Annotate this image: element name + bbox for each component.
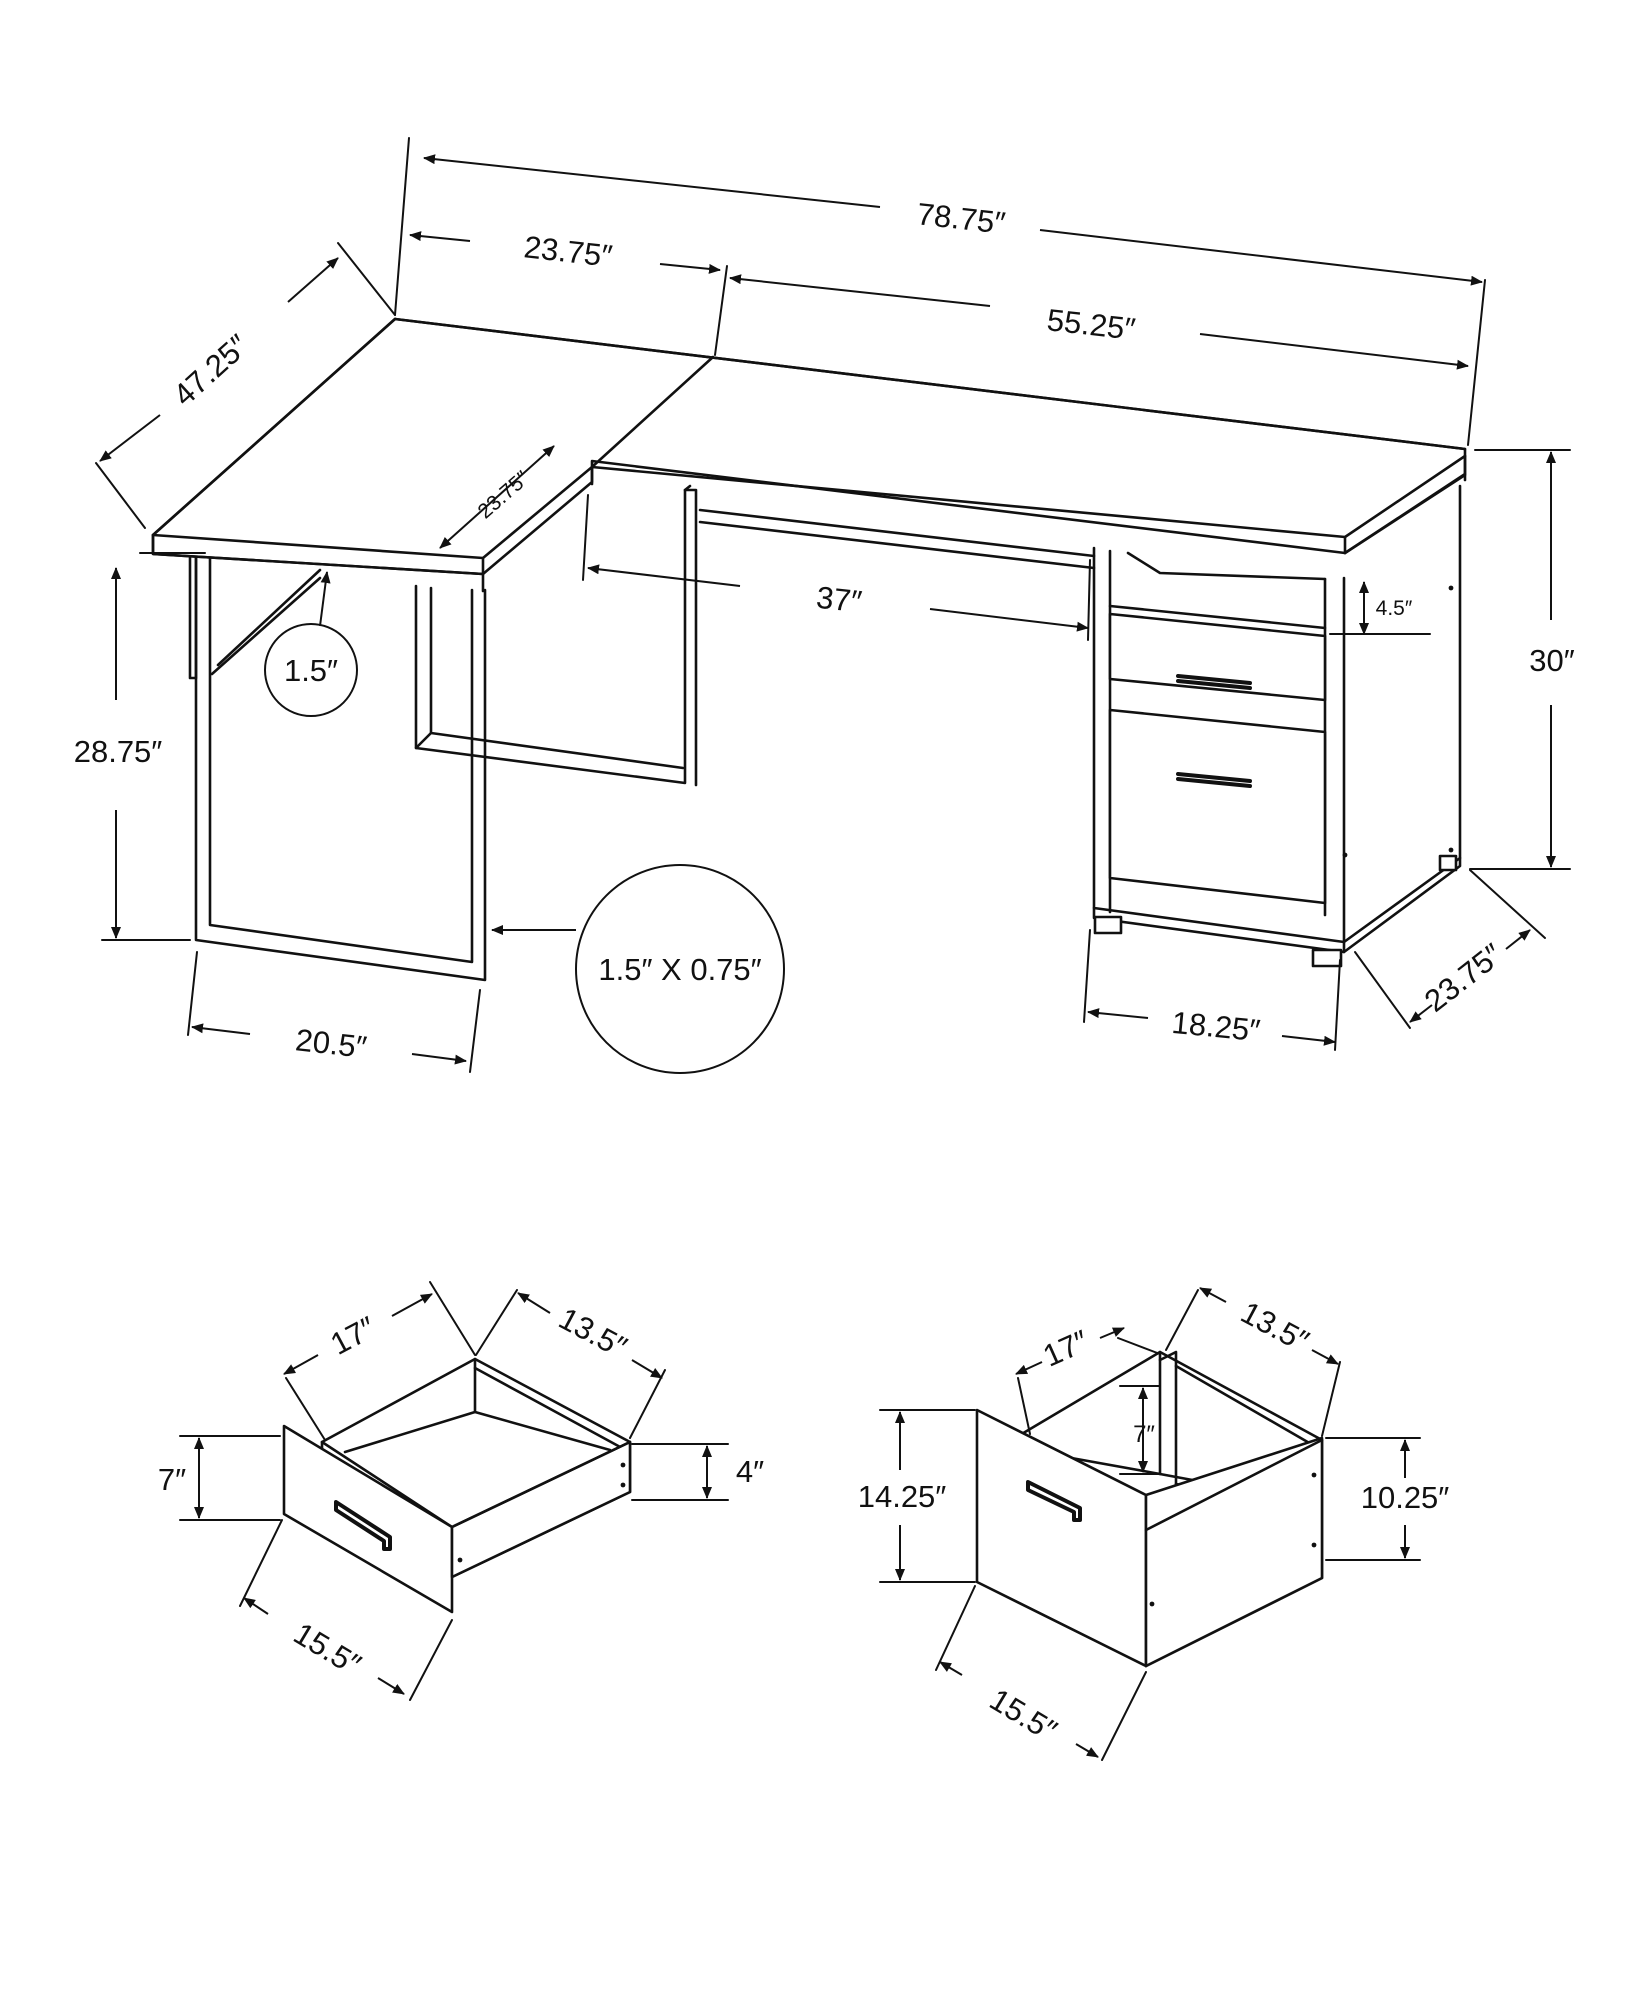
desk-drawing [151, 317, 1467, 982]
left-frame-leg [188, 551, 487, 982]
dim-cabinet-depth: 23.75″ [1418, 937, 1509, 1019]
dim-file-drawer-front-width: 15.5″ [984, 1682, 1063, 1749]
dim-cabinet-width: 18.25″ [1170, 1005, 1262, 1048]
dim-file-drawer-side-height: 10.25″ [1361, 1480, 1450, 1515]
dim-file-drawer-inner-height: 7″ [1133, 1421, 1155, 1448]
file-drawer-drawing [975, 1350, 1324, 1668]
dim-short-return-top: 23.75″ [522, 229, 614, 274]
dim-small-drawer-front-height: 7″ [158, 1462, 186, 1497]
dim-small-drawer-inner-width: 13.5″ [553, 1301, 632, 1365]
return-frame-leg [414, 484, 698, 787]
dim-small-drawer-front-width: 15.5″ [288, 1616, 367, 1683]
dim-knee-space: 37″ [815, 580, 864, 620]
dim-overall-height: 30″ [1529, 643, 1574, 678]
dim-small-drawer-length: 17″ [325, 1310, 382, 1362]
desktop-surface [151, 317, 1467, 593]
dim-file-drawer-front-height: 14.25″ [858, 1479, 947, 1514]
dim-leg-height: 28.75″ [74, 734, 163, 769]
dim-shelf-height: 4.5″ [1376, 597, 1413, 620]
dim-leg-thickness: 1.5″ [284, 653, 338, 688]
dim-file-drawer-length: 17″ [1038, 1323, 1094, 1373]
dim-main-top-width: 55.25″ [1045, 302, 1137, 347]
desk-dimensions: 78.75″ 23.75″ 55.25″ 47.25″ 23.75″ 1.5″ … [74, 137, 1575, 1074]
dim-leg-profile: 1.5″ X 0.75″ [598, 952, 761, 987]
apron [698, 508, 1096, 570]
dim-small-drawer-side-height: 4″ [736, 1454, 764, 1489]
dim-file-drawer-inner-width: 13.5″ [1235, 1295, 1314, 1359]
dim-return-length: 47.25″ [166, 328, 255, 413]
file-cabinet [1092, 484, 1462, 968]
dim-leg-width: 20.5″ [294, 1022, 369, 1065]
dim-overall-width: 78.75″ [915, 196, 1007, 241]
small-drawer-drawing [282, 1357, 632, 1614]
